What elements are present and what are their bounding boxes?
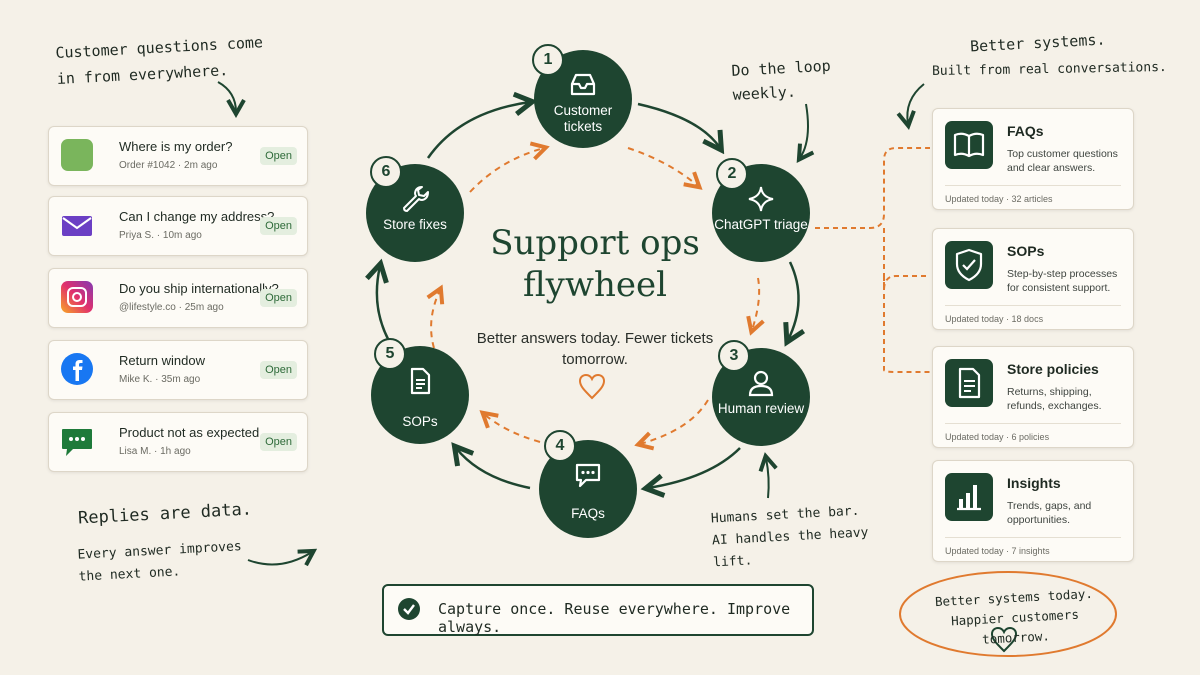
card-title: Store policies — [1007, 361, 1099, 377]
card-description: Trends, gaps, and opportunities. — [1007, 500, 1092, 526]
facebook-icon — [61, 353, 93, 385]
status-badge: Open — [260, 147, 297, 165]
ticket-meta: @lifestyle.co · 25m ago — [119, 302, 224, 313]
arrow-4-5 — [456, 448, 531, 490]
chat-bubble-icon — [61, 425, 93, 457]
page-title: Support ops flywheel — [490, 223, 700, 305]
ticket-meta: Mike K. · 35m ago — [119, 374, 201, 385]
card-footer: Updated today · 7 insights — [945, 537, 1121, 556]
card-footer: Updated today · 18 docs — [945, 305, 1121, 324]
arrow-2-3 — [788, 261, 799, 340]
note-closing: Better systems today. Happier customers … — [934, 585, 1094, 647]
document-icon — [410, 367, 431, 395]
arrow-1-2 — [637, 102, 720, 148]
motto-banner: Capture once. Reuse everywhere. Improve … — [382, 584, 814, 636]
shield-icon — [945, 241, 993, 289]
bar-chart-icon — [945, 473, 993, 521]
card-description: Top customer questions and clear answers… — [1007, 148, 1118, 174]
node-store-fixes: Store fixes — [366, 164, 464, 262]
ticket-card[interactable]: Can I change my address? Priya S. · 10m … — [48, 196, 308, 256]
person-icon — [748, 370, 774, 397]
node-human-review: Human review — [712, 348, 810, 446]
step-number: 1 — [532, 44, 564, 76]
arrow-6-1 — [426, 102, 530, 159]
note-loop-weekly: Do the loop weekly. — [730, 56, 832, 104]
status-badge: Open — [260, 361, 297, 379]
ticket-meta: Order #1042 · 2m ago — [119, 160, 218, 171]
instagram-icon — [61, 281, 93, 313]
node-label: Human review — [717, 401, 805, 416]
note-humans-set-bar: Humans set the bar. AI handles the heavy… — [710, 503, 869, 571]
card-title: SOPs — [1007, 243, 1045, 259]
ticket-card[interactable]: Return window Mike K. · 35m ago Open — [48, 340, 308, 400]
speech-bubble-icon — [575, 463, 601, 488]
step-number: 3 — [718, 340, 750, 372]
email-icon — [61, 209, 93, 241]
node-label: Customer tickets — [553, 103, 613, 134]
book-icon — [945, 121, 993, 169]
closing-note-outline — [899, 571, 1117, 657]
card-description: Returns, shipping, refunds, exchanges. — [1007, 386, 1102, 412]
node-label: ChatGPT triage — [714, 217, 808, 232]
wrench-icon — [403, 186, 429, 212]
node-label: Store fixes — [383, 217, 447, 232]
step-number: 5 — [374, 338, 406, 370]
status-badge: Open — [260, 217, 297, 235]
ticket-card[interactable]: Product not as expected Lisa M. · 1h ago… — [48, 412, 308, 472]
arrow-5-6 — [377, 266, 394, 347]
page-subtitle: Better answers today. Fewer tickets tomo… — [476, 330, 714, 368]
note-every-answer: Every answer improves the next one. — [77, 539, 243, 585]
step-number: 6 — [370, 156, 402, 188]
ticket-title: Return window — [119, 353, 205, 368]
ticket-title: Can I change my address? — [119, 209, 275, 224]
card-description: Step-by-step processes for consistent su… — [1007, 268, 1118, 294]
card-footer: Updated today · 6 policies — [945, 423, 1121, 442]
ticket-title: Product not as expected — [119, 425, 260, 440]
node-label: SOPs — [402, 414, 438, 429]
card-sops[interactable]: SOPs Step-by-step processes for consiste… — [932, 228, 1134, 330]
ticket-card[interactable]: Do you ship internationally? @lifestyle.… — [48, 268, 308, 328]
card-title: Insights — [1007, 475, 1061, 491]
closing-heart-icon — [990, 626, 1018, 653]
ticket-meta: Lisa M. · 1h ago — [119, 446, 191, 457]
card-insights[interactable]: Insights Trends, gaps, and opportunities… — [932, 460, 1134, 562]
heart-icon — [578, 373, 606, 400]
arrow-3-4 — [648, 447, 741, 488]
ticket-title: Do you ship internationally? — [119, 281, 279, 296]
step-number: 4 — [544, 430, 576, 462]
card-title: FAQs — [1007, 123, 1044, 139]
shopify-icon — [61, 139, 93, 171]
ticket-title: Where is my order? — [119, 139, 233, 154]
inbox-icon — [570, 73, 596, 96]
node-label: FAQs — [571, 506, 605, 521]
cards-bracket — [815, 147, 930, 373]
ticket-meta: Priya S. · 10m ago — [119, 230, 202, 241]
step-number: 2 — [716, 158, 748, 190]
status-badge: Open — [260, 289, 297, 307]
motto-text: Capture once. Reuse everywhere. Improve … — [438, 600, 791, 636]
document-icon — [945, 359, 993, 407]
check-icon — [398, 598, 420, 620]
ticket-card[interactable]: Where is my order? Order #1042 · 2m ago … — [48, 126, 308, 186]
status-badge: Open — [260, 433, 297, 451]
card-store-policies[interactable]: Store policies Returns, shipping, refund… — [932, 346, 1134, 448]
node-customer-tickets: Customer tickets — [534, 50, 632, 148]
sparkle-icon — [748, 186, 774, 212]
card-faqs[interactable]: FAQs Top customer questions and clear an… — [932, 108, 1134, 210]
card-footer: Updated today · 32 articles — [945, 185, 1121, 204]
